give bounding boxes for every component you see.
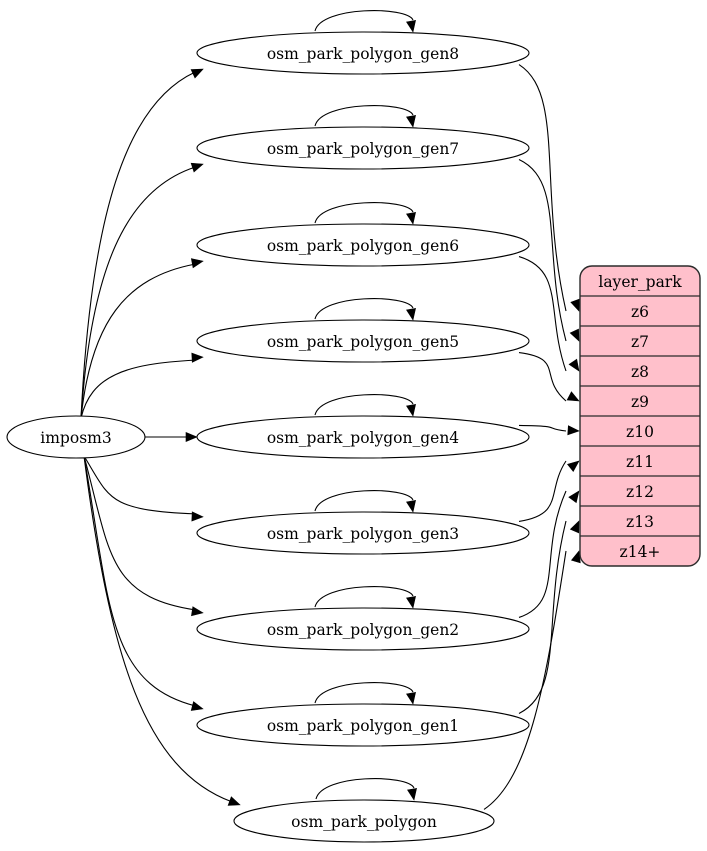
self-loop-gen4 (314, 394, 414, 416)
node-label-base: osm_park_polygon (291, 813, 437, 831)
edge-imposm3-to-gen7 (80, 166, 196, 419)
arrowhead-imposm3-to-base (227, 796, 241, 806)
node-label-gen2: osm_park_polygon_gen2 (267, 621, 459, 639)
table-row-z10[interactable]: z10 (626, 423, 654, 441)
node-label-imposm3: imposm3 (40, 429, 111, 447)
arrowhead-base-to-z14plus (570, 550, 581, 564)
table-row-z7[interactable]: z7 (631, 333, 649, 351)
self-loop-base (315, 778, 415, 800)
arrowhead-gen7-to-z7 (569, 328, 580, 342)
table-row-z6[interactable]: z6 (631, 303, 649, 321)
node-ellipse-gen6[interactable] (196, 223, 530, 267)
edge-imposm3-to-gen3 (83, 455, 196, 515)
arrowhead-self-loop-gen2 (406, 595, 416, 609)
edge-imposm3-to-gen8 (80, 71, 196, 419)
node-label-gen8: osm_park_polygon_gen8 (267, 45, 459, 63)
arrowhead-imposm3-to-gen2 (191, 606, 204, 617)
arrowhead-imposm3-to-gen3 (191, 511, 204, 522)
node-ellipse-gen8[interactable] (196, 31, 530, 75)
arrowhead-imposm3-to-gen1 (190, 701, 204, 711)
arrowhead-self-loop-gen7 (406, 114, 416, 128)
node-label-gen1: osm_park_polygon_gen1 (267, 717, 459, 735)
table-row-z14plus[interactable]: z14+ (620, 543, 661, 561)
edge-gen7-to-z7 (518, 159, 567, 342)
table-row-z13[interactable]: z13 (626, 513, 654, 531)
table-row-z8[interactable]: z8 (631, 363, 649, 381)
arrowhead-imposm3-to-gen6 (190, 258, 204, 269)
arrowhead-gen6-to-z8 (568, 358, 580, 372)
node-label-gen6: osm_park_polygon_gen6 (267, 237, 459, 255)
arrowhead-self-loop-gen6 (406, 211, 416, 225)
node-ellipse-gen5[interactable] (196, 319, 530, 363)
edge-gen3-to-z11 (518, 460, 567, 522)
arrowhead-gen4-to-z10 (567, 425, 580, 436)
edge-gen2-to-z12 (518, 490, 567, 618)
arrowhead-imposm3-to-gen5 (191, 352, 204, 363)
node-label-gen5: osm_park_polygon_gen5 (267, 333, 459, 351)
self-loop-gen6 (314, 202, 414, 224)
edge-gen8-to-z6 (518, 64, 567, 312)
node-ellipse-gen2[interactable] (196, 607, 530, 651)
edge-gen4-to-z10 (518, 424, 567, 432)
self-loop-gen8 (314, 10, 414, 32)
edge-imposm3-to-gen5 (80, 359, 196, 419)
edge-base-to-z14plus (483, 550, 567, 810)
arrowhead-imposm3-to-gen4 (185, 431, 198, 443)
node-ellipse-gen3[interactable] (196, 511, 530, 555)
node-ellipse-gen4[interactable] (196, 415, 530, 459)
node-label-gen4: osm_park_polygon_gen4 (267, 429, 459, 447)
arrowhead-self-loop-gen8 (406, 19, 416, 33)
edge-imposm3-to-gen1 (83, 455, 196, 707)
self-loop-gen5 (314, 298, 414, 320)
layer-park-table: layer_park z6 z7 z8 z9 z10 z11 z12 z13 z14+ (579, 265, 701, 567)
arrowhead-gen8-to-z6 (570, 298, 580, 312)
arrowhead-self-loop-gen3 (406, 499, 416, 513)
arrowhead-self-loop-gen1 (406, 691, 416, 705)
edges-layer (80, 10, 581, 810)
node-ellipse-base[interactable] (233, 799, 495, 843)
node-ellipse-imposm3[interactable] (6, 415, 146, 459)
self-loop-gen1 (314, 682, 414, 704)
self-loop-gen2 (314, 586, 414, 608)
arrowhead-self-loop-gen4 (406, 403, 416, 417)
edge-gen6-to-z8 (518, 256, 567, 372)
node-label-gen3: osm_park_polygon_gen3 (267, 525, 459, 543)
node-label-gen7: osm_park_polygon_gen7 (267, 140, 459, 158)
arrowhead-imposm3-to-gen8 (190, 68, 204, 79)
node-ellipse-gen7[interactable] (196, 126, 530, 170)
arrowhead-imposm3-to-gen7 (190, 162, 204, 173)
edge-gen5-to-z9 (518, 352, 567, 402)
node-ellipse-gen1[interactable] (196, 703, 530, 747)
layer-park-table-header: layer_park (598, 273, 682, 291)
arrowhead-gen2-to-z12 (568, 490, 580, 504)
arrowhead-gen5-to-z9 (566, 391, 580, 402)
self-loop-gen3 (314, 490, 414, 512)
edge-imposm3-to-base (83, 455, 233, 803)
self-loop-gen7 (314, 105, 414, 127)
arrowhead-self-loop-base (407, 787, 417, 801)
edge-imposm3-to-gen6 (80, 263, 196, 419)
table-row-z11[interactable]: z11 (626, 453, 654, 471)
edge-imposm3-to-gen2 (83, 455, 196, 611)
table-row-z9[interactable]: z9 (631, 393, 649, 411)
arrowhead-self-loop-gen5 (406, 307, 416, 321)
nodes-layer: imposm3 osm_park_polygon_gen8 osm_park_pol… (6, 31, 530, 843)
arrowhead-gen3-to-z11 (567, 460, 580, 472)
arrowhead-gen1-to-z13 (569, 520, 580, 534)
table-row-z12[interactable]: z12 (626, 483, 654, 501)
